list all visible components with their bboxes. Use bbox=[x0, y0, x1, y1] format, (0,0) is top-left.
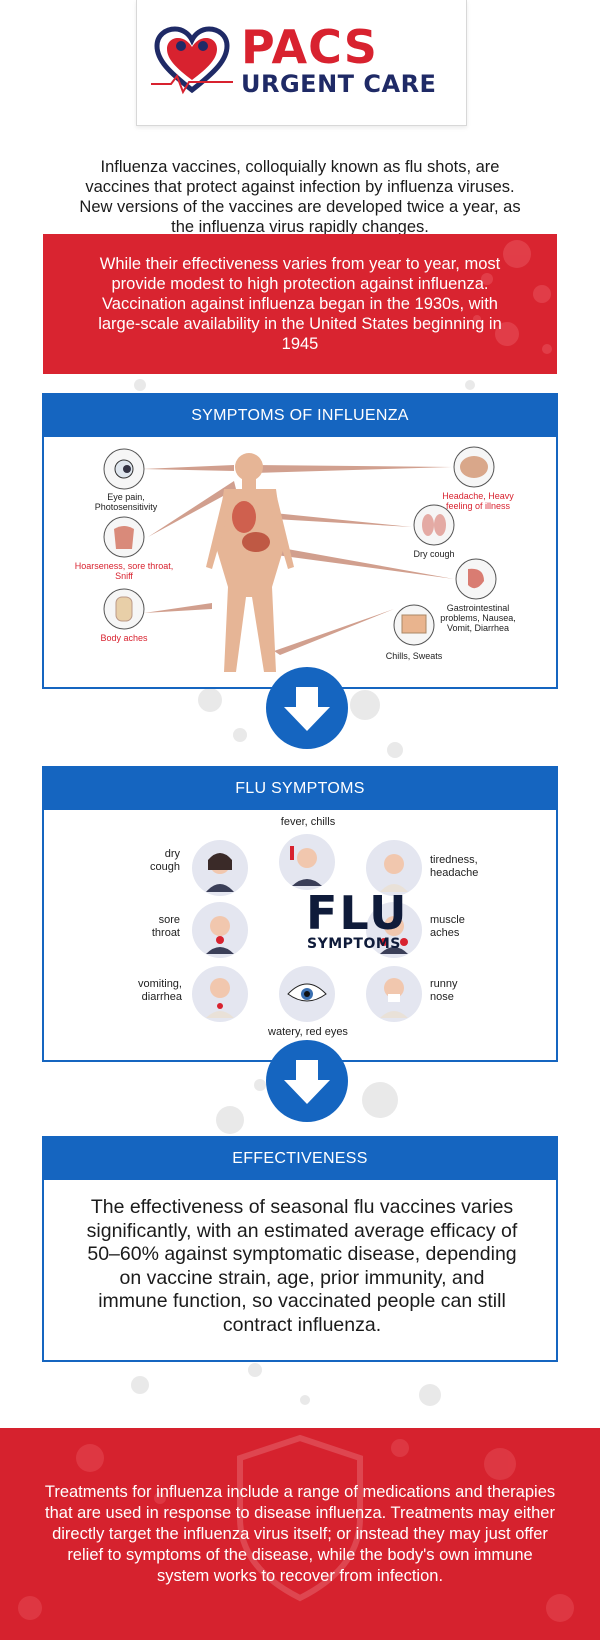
history-text: While their effectiveness varies from ye… bbox=[98, 255, 502, 353]
intro-paragraph: Influenza vaccines, colloquially known a… bbox=[79, 157, 521, 236]
label-chills: Chills, Sweats bbox=[385, 651, 443, 661]
symptom-portraits bbox=[192, 834, 422, 1022]
history-highlight-box: While their effectiveness varies from ye… bbox=[43, 234, 557, 374]
label-muscle-aches: muscle aches bbox=[430, 914, 465, 939]
label-dry-cough: Dry cough bbox=[413, 549, 455, 559]
label-sore-throat: sore throat bbox=[151, 914, 180, 939]
panel-title: FLU SYMPTOMS bbox=[44, 768, 556, 810]
body-diagram-graphic bbox=[103, 446, 497, 672]
label-watery-eyes: watery, red eyes bbox=[268, 1026, 348, 1038]
panel-title: EFFECTIVENESS bbox=[44, 1138, 556, 1180]
label-fever-chills: fever, chills bbox=[280, 816, 336, 828]
virus-pattern-icon bbox=[18, 1434, 574, 1622]
flu-symptoms-grid: fever, chills dry cough tiredness, heada… bbox=[44, 810, 556, 1060]
treatment-footer: Treatments for influenza include a range… bbox=[0, 1428, 600, 1640]
label-gastrointestinal: Gastrointestinal problems, Nausea, Vomit… bbox=[440, 603, 516, 633]
treatment-text: Treatments for influenza include a range… bbox=[44, 1483, 556, 1585]
label-eye-pain: Eye pain, Photosensitivity bbox=[94, 492, 158, 512]
flu-subheading: SYMPTOMS bbox=[307, 936, 401, 952]
label-hoarseness: Hoarseness, sore throat, Sniff bbox=[74, 561, 174, 581]
flu-heading: FLU bbox=[306, 886, 409, 940]
logo-wordmark-pacs: PACS bbox=[241, 20, 378, 74]
label-body-aches: Body aches bbox=[100, 633, 148, 643]
symptoms-of-influenza-panel: SYMPTOMS OF INFLUENZA bbox=[42, 393, 558, 689]
effectiveness-text: The effectiveness of seasonal flu vaccin… bbox=[86, 1196, 518, 1336]
virus-pattern-icon bbox=[473, 240, 552, 354]
logo[interactable]: PACS URGENT CARE bbox=[136, 0, 467, 126]
effectiveness-panel: EFFECTIVENESS The effectiveness of seaso… bbox=[42, 1136, 558, 1362]
flu-symptoms-panel: FLU SYMPTOMS fever, chills dry cough ti bbox=[42, 766, 558, 1062]
label-tiredness: tiredness, headache bbox=[430, 854, 479, 879]
panel-title: SYMPTOMS OF INFLUENZA bbox=[44, 395, 556, 437]
down-arrow-icon bbox=[266, 1040, 348, 1122]
heart-logo-icon bbox=[151, 26, 233, 95]
label-runny-nose: runny nose bbox=[430, 978, 458, 1003]
label-dry-cough: dry cough bbox=[150, 848, 180, 873]
body-diagram: Eye pain, Photosensitivity Hoarseness, s… bbox=[44, 437, 556, 687]
logo-wordmark-urgent-care: URGENT CARE bbox=[241, 70, 437, 98]
label-vomiting: vomiting, diarrhea bbox=[137, 978, 182, 1003]
down-arrow-icon bbox=[266, 667, 348, 749]
label-headache: Headache, Heavy feeling of illness bbox=[442, 491, 514, 511]
